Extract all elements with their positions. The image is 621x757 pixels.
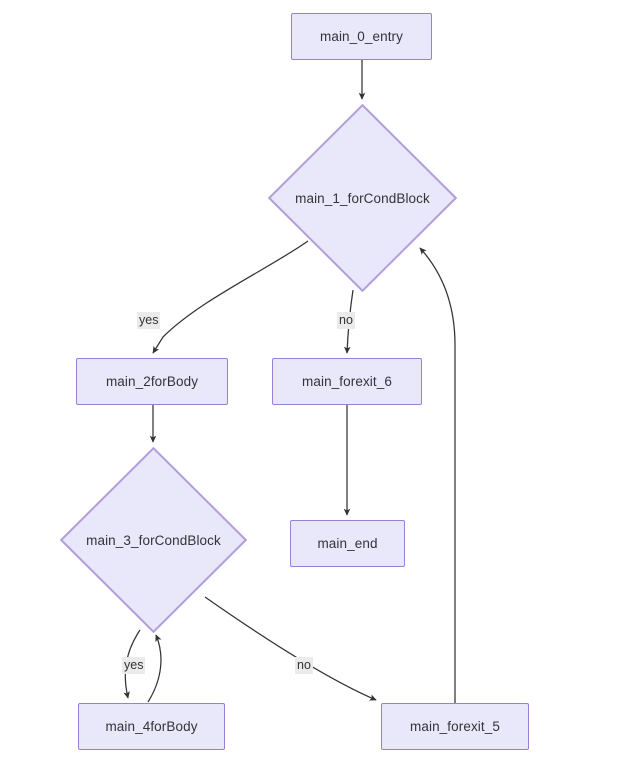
node-label: main_forexit_5 [410,719,500,734]
diamond-icon [268,104,457,292]
diamond-icon [60,447,247,633]
node-main-2forbody[interactable]: main_2forBody [76,358,228,405]
edge-label-yes-cond3: yes [122,657,146,674]
node-main-3-forcondblock[interactable]: main_3_forCondBlock [60,447,247,633]
node-main-end[interactable]: main_end [290,520,405,567]
node-main-1-forcondblock[interactable]: main_1_forCondBlock [268,104,457,292]
node-label: main_end [317,536,378,551]
node-label: main_forexit_6 [302,374,392,389]
edge-label-no-cond1: no [337,312,355,329]
edge-cond1-to-body2-yes [152,240,309,354]
edge-label-yes-cond1: yes [137,312,161,329]
node-main-forexit-5[interactable]: main_forexit_5 [381,703,529,750]
edge-body4-to-cond3-back [147,634,162,703]
edge-label-no-cond3: no [295,657,313,674]
edge-forexit5-to-cond1-back [419,247,456,703]
node-main-0-entry[interactable]: main_0_entry [291,13,432,60]
node-label: main_2forBody [105,374,199,389]
node-label: main_4forBody [105,719,198,734]
node-label: main_0_entry [320,29,403,44]
edge-cond3-to-forexit5-no [204,596,377,701]
node-main-4forbody[interactable]: main_4forBody [78,703,225,750]
node-main-forexit-6[interactable]: main_forexit_6 [272,358,422,405]
